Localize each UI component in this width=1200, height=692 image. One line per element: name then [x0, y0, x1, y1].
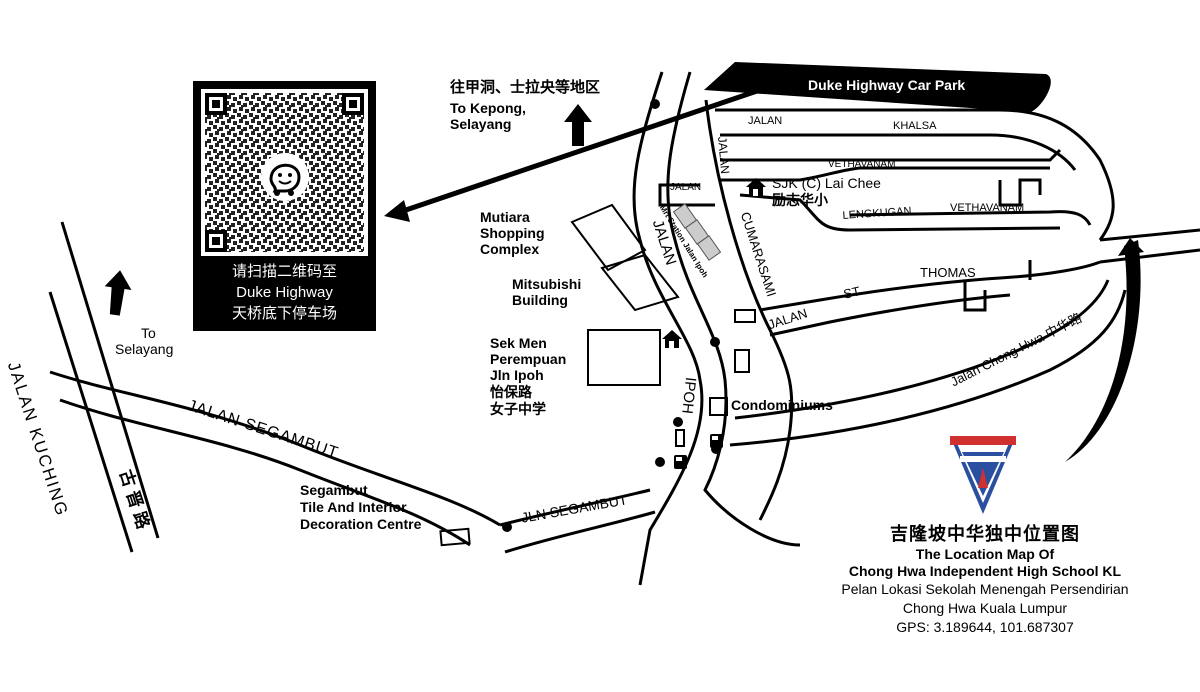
- fuel-station-icon: [710, 434, 723, 448]
- qr-panel: 请扫描二维码至 Duke Highway 天桥底下停车场: [193, 81, 376, 331]
- mitsubishi-label-2: Building: [512, 292, 568, 308]
- road-label-thomas: THOMAS: [920, 265, 976, 280]
- mutiara-label-1: Mutiara: [480, 209, 530, 225]
- mrt-station-building: [672, 203, 722, 261]
- map-title-ms-1: Pelan Lokasi Sekolah Menengah Persendiri…: [841, 581, 1129, 597]
- building-blocks: [439, 203, 756, 547]
- kepong-en-label-1: To Kepong,: [450, 100, 526, 116]
- road-label-khalsa: KHALSA: [893, 120, 937, 132]
- map-title-block: 吉隆坡中华独中位置图 The Location Map Of Chong Hwa…: [812, 522, 1158, 637]
- qr-caption: 请扫描二维码至 Duke Highway 天桥底下停车场: [193, 261, 376, 324]
- north-arrow-icon: [1065, 240, 1141, 462]
- sekmen-label-1: Sek Men: [490, 335, 547, 351]
- map-title-ms-2: Chong Hwa Kuala Lumpur: [902, 600, 1068, 616]
- mutiara-block: [570, 203, 647, 272]
- road-jalan-chong-hwa: [729, 279, 1127, 447]
- pointer-line: [399, 87, 761, 215]
- sjk-label-1: SJK (C) Lai Chee: [772, 175, 881, 191]
- road-jalan-segambut: [49, 370, 656, 554]
- sjk-label-2: 励志华小: [772, 192, 828, 208]
- segambut-tile-label-3: Decoration Centre: [300, 516, 422, 532]
- sekmen-label-5: 女子中学: [490, 401, 546, 417]
- road-label-khalsa-jalan: JALAN: [748, 115, 783, 127]
- small-block: [734, 349, 750, 373]
- north-arrow-icon: [104, 270, 132, 316]
- map-title-en-2: Chong Hwa Independent High School KL: [848, 563, 1122, 579]
- road-label-vethavanam-top: VETHAVANAM: [828, 159, 896, 170]
- selayang-label-1: To: [141, 325, 156, 341]
- road-label-jalan-cumarasami-prefix: JALAN: [715, 136, 733, 175]
- condo-block: [709, 397, 728, 416]
- road-label-vethavanam: VETHAVANAM: [950, 202, 1025, 214]
- sekmen-label-3: Jln Ipoh: [490, 367, 544, 383]
- mitsubishi-label-1: Mitsubishi: [512, 276, 582, 292]
- mutiara-label-3: Complex: [480, 241, 540, 257]
- qr-caption-line-1: 请扫描二维码至: [231, 263, 337, 280]
- mitsubishi-block: [600, 253, 680, 312]
- qr-caption-line-3: 天桥底下停车场: [231, 305, 337, 322]
- map-title-en-1: The Location Map Of: [915, 546, 1055, 562]
- condominiums-label: Condominiums: [731, 397, 833, 413]
- waze-icon: [261, 153, 309, 201]
- small-block-2: [734, 309, 756, 323]
- road-jalan-kuching: [48, 221, 160, 553]
- car-park-label: Duke Highway Car Park: [808, 77, 966, 93]
- fuel-station-icon: [674, 455, 687, 469]
- school-icon: [746, 178, 766, 196]
- sekmen-label-4: 怡保路: [490, 384, 532, 400]
- mutiara-label-2: Shopping: [480, 225, 545, 241]
- school-icon: [662, 330, 682, 348]
- qr-code-icon[interactable]: [201, 89, 368, 256]
- sekmen-block: [587, 329, 661, 386]
- sekmen-label-2: Perempuan: [490, 351, 567, 367]
- gps-coordinates: GPS: 3.189644, 101.687307: [896, 619, 1074, 635]
- kepong-en-label-2: Selayang: [450, 116, 512, 132]
- map-title-zh: 吉隆坡中华独中位置图: [890, 524, 1080, 544]
- qr-code-graphic: [205, 93, 364, 252]
- north-arrow-icon: [1118, 238, 1144, 256]
- segambut-tile-label-1: Segambut: [300, 482, 368, 498]
- qr-caption-line-2: Duke Highway: [236, 284, 333, 301]
- selayang-label-2: Selayang: [115, 341, 174, 357]
- kepong-zh-label: 往甲洞、士拉央等地区: [450, 79, 601, 96]
- road-label-jalan-st-2: ST: [842, 283, 862, 302]
- road-label-jalan-ipoh-2: IPOH: [678, 376, 699, 415]
- segambut-tile-block: [439, 527, 471, 547]
- road-label-jalan-small: JALAN: [670, 182, 702, 193]
- pointer-arrowhead: [384, 200, 410, 222]
- school-crest-icon: [950, 436, 1016, 514]
- segambut-tile-label-2: Tile And Interior: [300, 499, 407, 515]
- north-arrow-icon: [564, 104, 592, 146]
- car-park-band: [704, 62, 1051, 112]
- bus-shelter: [675, 429, 685, 447]
- road-network-east: [658, 108, 1200, 337]
